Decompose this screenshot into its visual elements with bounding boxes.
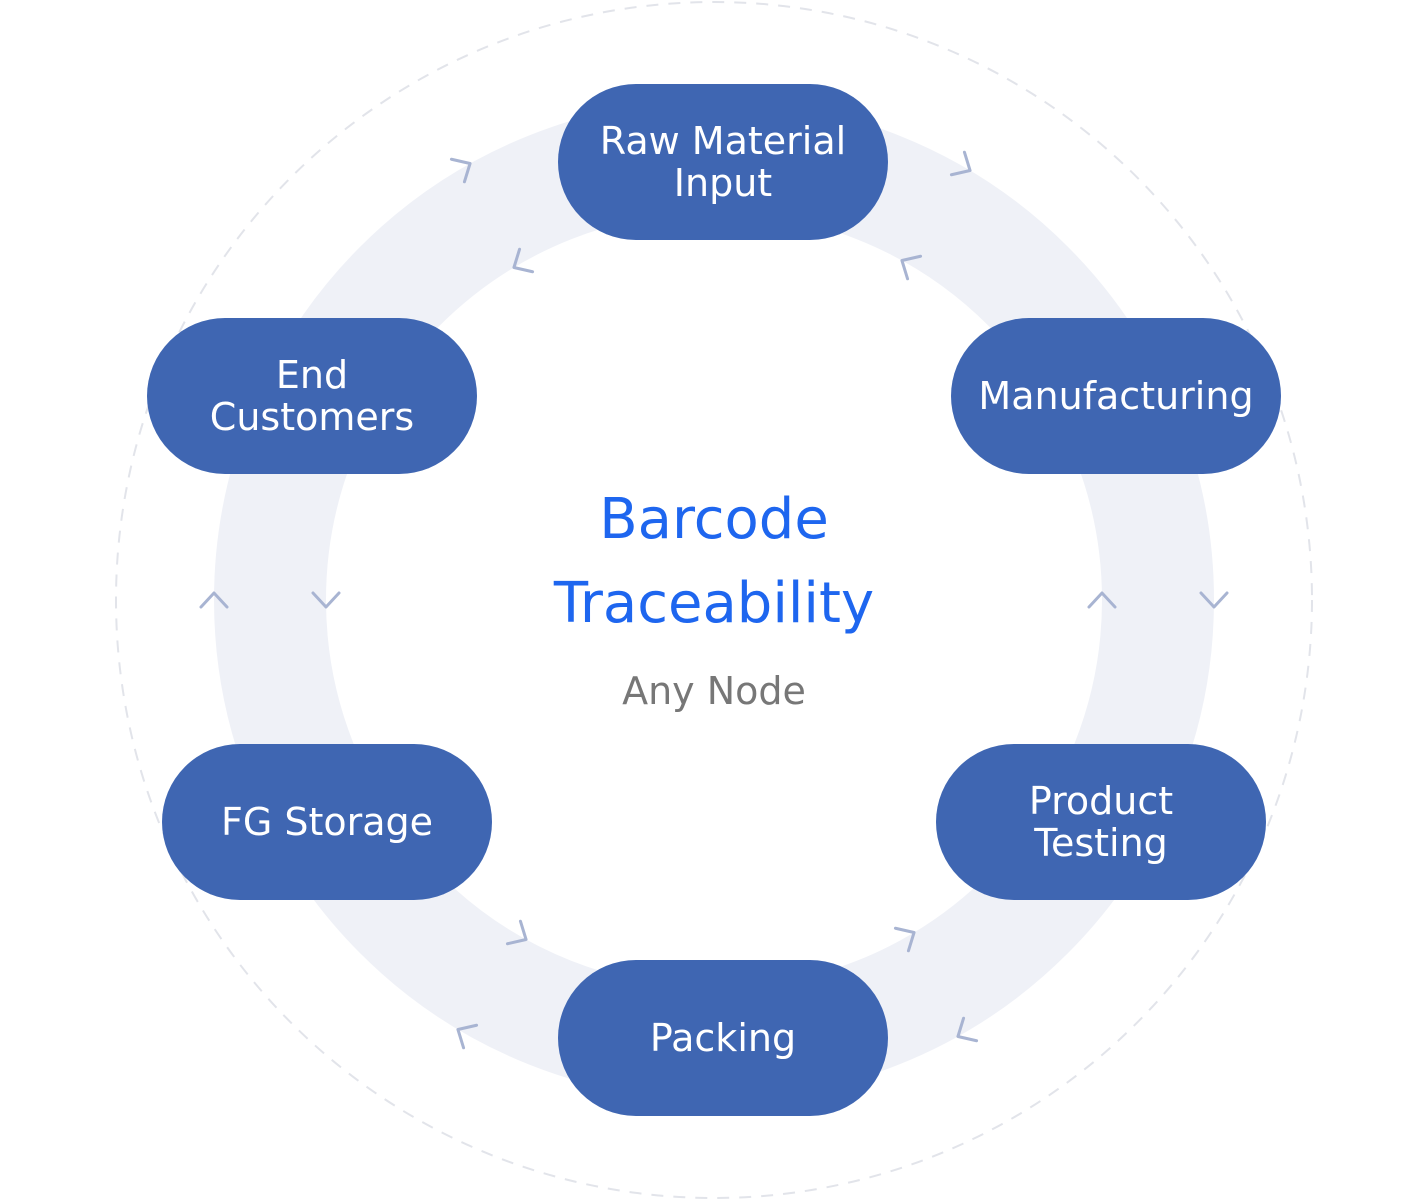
chevron-icon [1199, 591, 1229, 609]
node-label-line: Raw Material [599, 119, 847, 163]
chevron-icon [199, 591, 229, 609]
node-product-testing[interactable]: Product Testing [936, 744, 1266, 900]
node-label-line: Product [1028, 779, 1174, 823]
outer-dashed-circle [115, 1, 1313, 1199]
chevron-icon [956, 1016, 979, 1043]
chevron-icon [505, 919, 528, 946]
node-manufacturing[interactable]: Manufacturing [951, 318, 1281, 474]
chevron-icon [949, 150, 972, 177]
flow-arrows [199, 150, 1229, 1050]
chevron-icon [456, 1023, 479, 1050]
node-end-customers[interactable]: End Customers [147, 318, 477, 474]
chevron-icon [893, 926, 916, 953]
chevron-icon [512, 247, 535, 274]
chevron-icon [1087, 591, 1117, 609]
node-raw-material-input[interactable]: Raw Material Input [558, 84, 888, 240]
node-label-line: Packing [649, 1016, 797, 1060]
node-label-line: Customers [209, 395, 415, 439]
node-label-line: Input [673, 161, 773, 205]
center-title-line-2: Traceability [553, 571, 875, 636]
center-subtitle: Any Node [622, 669, 806, 713]
node-label-line: Manufacturing [978, 374, 1254, 418]
node-label-line: End [275, 353, 349, 397]
node-label-line: Testing [1034, 821, 1168, 865]
chevron-icon [449, 157, 472, 184]
node-fg-storage[interactable]: FG Storage [162, 744, 492, 900]
center-title-line-1: Barcode [599, 487, 829, 552]
node-label-line: FG Storage [220, 800, 434, 844]
chevron-icon [311, 591, 341, 609]
node-packing[interactable]: Packing [558, 960, 888, 1116]
chevron-icon [900, 254, 923, 281]
